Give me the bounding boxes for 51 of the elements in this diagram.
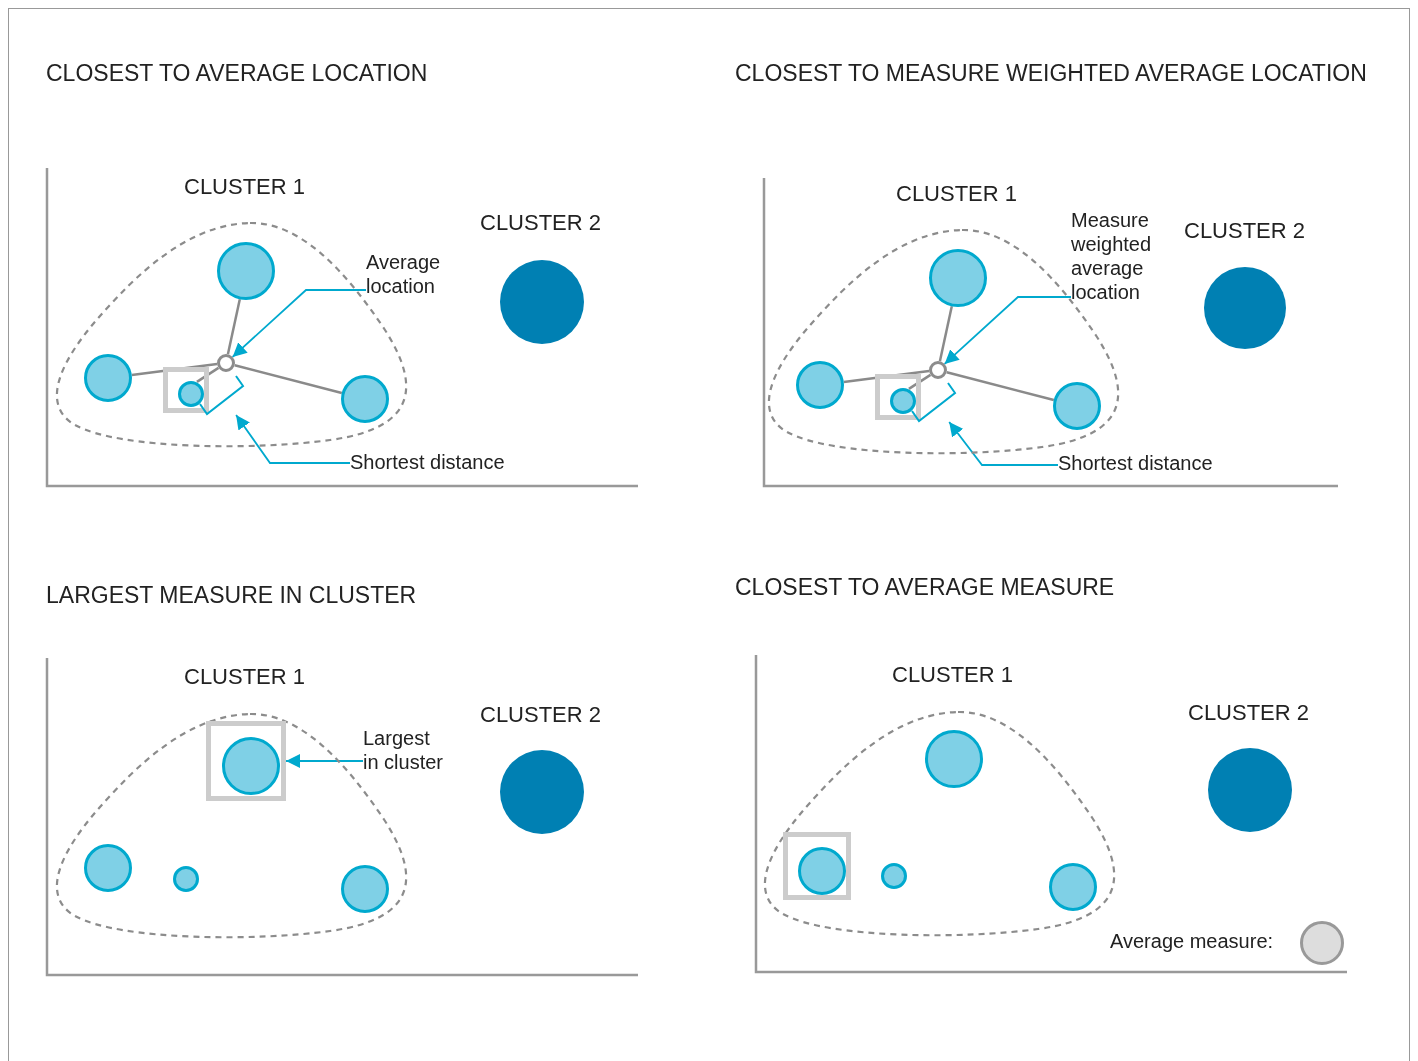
data-circle <box>84 354 132 402</box>
data-circle <box>341 865 389 913</box>
panel-title: CLOSEST TO MEASURE WEIGHTED AVERAGE LOCATION <box>735 60 1367 87</box>
leader-line <box>231 289 367 358</box>
highlight-square <box>163 367 209 413</box>
cluster-heading: CLUSTER 1 <box>184 174 306 200</box>
cluster-heading: CLUSTER 2 <box>480 210 602 236</box>
connector-line <box>946 371 1055 402</box>
data-circle <box>173 866 199 892</box>
leader-line <box>235 414 351 464</box>
leader-line <box>943 296 1072 365</box>
data-circle <box>929 249 987 307</box>
leader-line <box>948 421 1059 466</box>
data-circle <box>217 242 275 300</box>
data-circle <box>1053 382 1101 430</box>
leader-line <box>285 754 364 768</box>
connector-line <box>908 373 932 390</box>
cluster-heading: CLUSTER 1 <box>184 664 306 690</box>
average-point <box>929 361 947 379</box>
annotation-label: Largest in cluster <box>363 726 447 778</box>
cluster-heading: CLUSTER 1 <box>896 181 1018 207</box>
data-circle <box>890 388 916 414</box>
cluster-heading: CLUSTER 2 <box>1188 700 1310 726</box>
panel-title: CLOSEST TO AVERAGE MEASURE <box>735 574 1115 601</box>
highlight-square <box>206 721 286 801</box>
annotation-label: Shortest distance <box>1058 451 1243 479</box>
cluster-heading: CLUSTER 1 <box>892 662 1014 688</box>
data-circle <box>925 730 983 788</box>
data-circle <box>881 863 907 889</box>
annotation-label: Shortest distance <box>350 450 535 478</box>
data-circle <box>341 375 389 423</box>
connector-line <box>226 299 242 355</box>
data-circle <box>178 381 204 407</box>
connector-line <box>234 364 343 395</box>
highlight-square <box>875 374 921 420</box>
cluster-heading: CLUSTER 2 <box>480 702 602 728</box>
highlight-square <box>783 832 851 900</box>
data-circle <box>798 847 846 895</box>
cluster-heading: CLUSTER 2 <box>1184 218 1306 244</box>
annotation-label: Measure weighted average location <box>1071 208 1171 310</box>
legend-label: Average measure: <box>1110 930 1274 953</box>
connector-line <box>196 366 220 383</box>
connector-line <box>938 306 954 362</box>
panel-title: CLOSEST TO AVERAGE LOCATION <box>46 60 428 87</box>
average-point <box>217 354 235 372</box>
data-circle <box>84 844 132 892</box>
data-circle <box>1049 863 1097 911</box>
annotation-label: Average location <box>366 250 461 306</box>
data-circle <box>222 737 280 795</box>
data-circle <box>796 361 844 409</box>
panel-title: LARGEST MEASURE IN CLUSTER <box>46 582 417 609</box>
